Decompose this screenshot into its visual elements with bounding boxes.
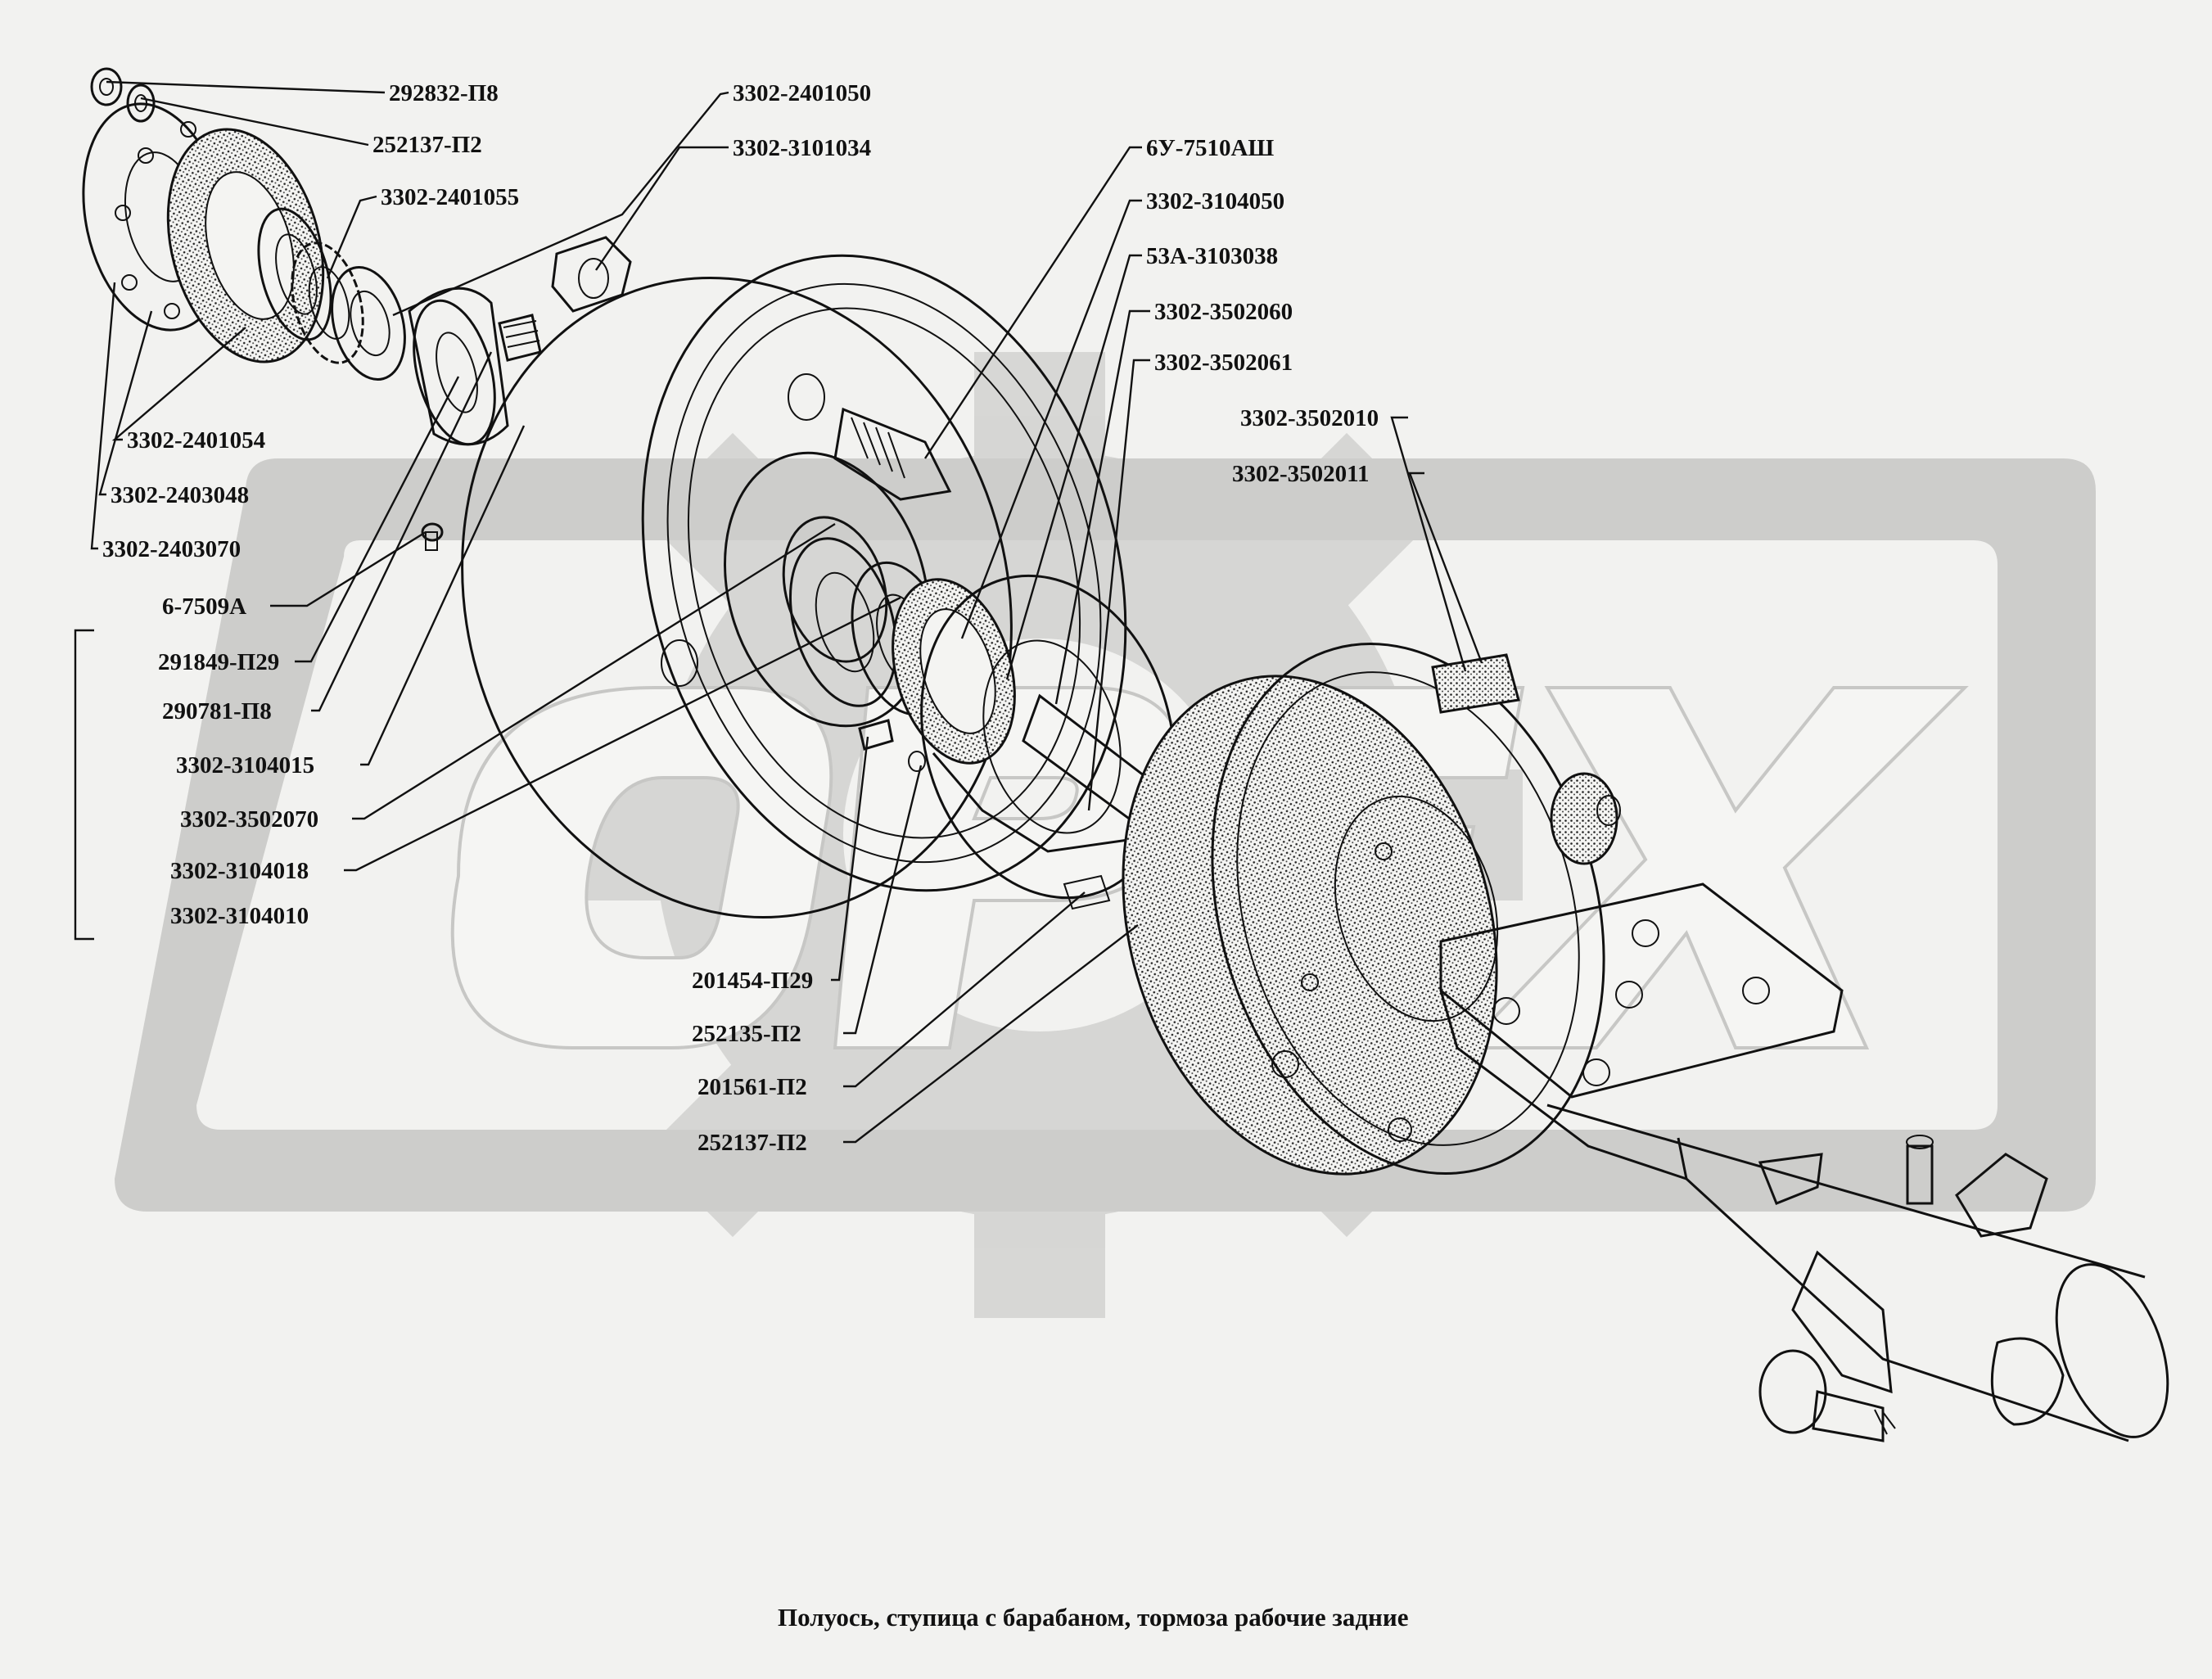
part-label: 3302-3502070 bbox=[180, 806, 318, 833]
part-label: 6У-7510АШ bbox=[1146, 135, 1274, 161]
gasket-ring bbox=[166, 128, 325, 363]
part-label: 252135-П2 bbox=[692, 1021, 801, 1047]
part-label: 3302-2403070 bbox=[102, 536, 241, 562]
nut-part bbox=[90, 67, 123, 106]
part-label: 252137-П2 bbox=[372, 132, 482, 158]
part-label: 3302-3104010 bbox=[170, 903, 309, 929]
hub-body bbox=[408, 287, 509, 446]
part-label: 3302-2401054 bbox=[127, 427, 265, 454]
part-label: 53А-3103038 bbox=[1146, 243, 1278, 269]
leader-lines bbox=[74, 80, 1483, 1144]
part-label: 290781-П8 bbox=[162, 698, 272, 724]
toothed-lock-washer bbox=[291, 241, 364, 364]
small-bolt bbox=[421, 522, 444, 551]
part-label: 201561-П2 bbox=[697, 1074, 807, 1100]
watermark-frame bbox=[115, 458, 2096, 1212]
part-label: 252137-П2 bbox=[697, 1130, 807, 1156]
part-label: 201454-П29 bbox=[692, 968, 813, 994]
diagram-caption: Полуось, ступица с барабаном, тормоза ра… bbox=[778, 1603, 1409, 1632]
part-label: 3302-3502011 bbox=[1232, 461, 1370, 487]
wheel-stud bbox=[498, 314, 542, 362]
part-label: 3302-3104050 bbox=[1146, 188, 1284, 214]
part-label: 3302-3101034 bbox=[733, 135, 871, 161]
part-label: 3302-2401050 bbox=[733, 80, 871, 106]
part-label: 3302-3502060 bbox=[1154, 299, 1293, 325]
axle-shaft-flange-group bbox=[82, 67, 542, 551]
part-label: 3302-3502010 bbox=[1240, 405, 1379, 431]
part-labels: 292832-П8 252137-П2 3302-2401055 3302-24… bbox=[102, 80, 1379, 1156]
axle-housing bbox=[1439, 882, 2169, 1442]
part-label: 6-7509А bbox=[162, 594, 246, 620]
brake-drum bbox=[461, 254, 1127, 918]
hub-nut-part bbox=[331, 266, 406, 381]
part-label: 3302-2401055 bbox=[381, 184, 519, 210]
shackle-pin bbox=[1758, 1349, 1896, 1442]
brake-backplate-assembly bbox=[1122, 643, 1621, 1176]
part-label: 291849-П29 bbox=[158, 649, 279, 675]
wheel-nut bbox=[551, 236, 632, 313]
part-label: 3302-3502061 bbox=[1154, 350, 1293, 376]
brake-shield-cover bbox=[920, 574, 1176, 933]
grease-nipple bbox=[1906, 1135, 1934, 1205]
lock-ring-part bbox=[257, 207, 332, 341]
part-label: 292832-П8 bbox=[389, 80, 499, 106]
part-label: 3302-2403048 bbox=[111, 482, 249, 508]
part-label: 3302-3104018 bbox=[170, 858, 309, 884]
part-label: 3302-3104015 bbox=[176, 752, 314, 779]
